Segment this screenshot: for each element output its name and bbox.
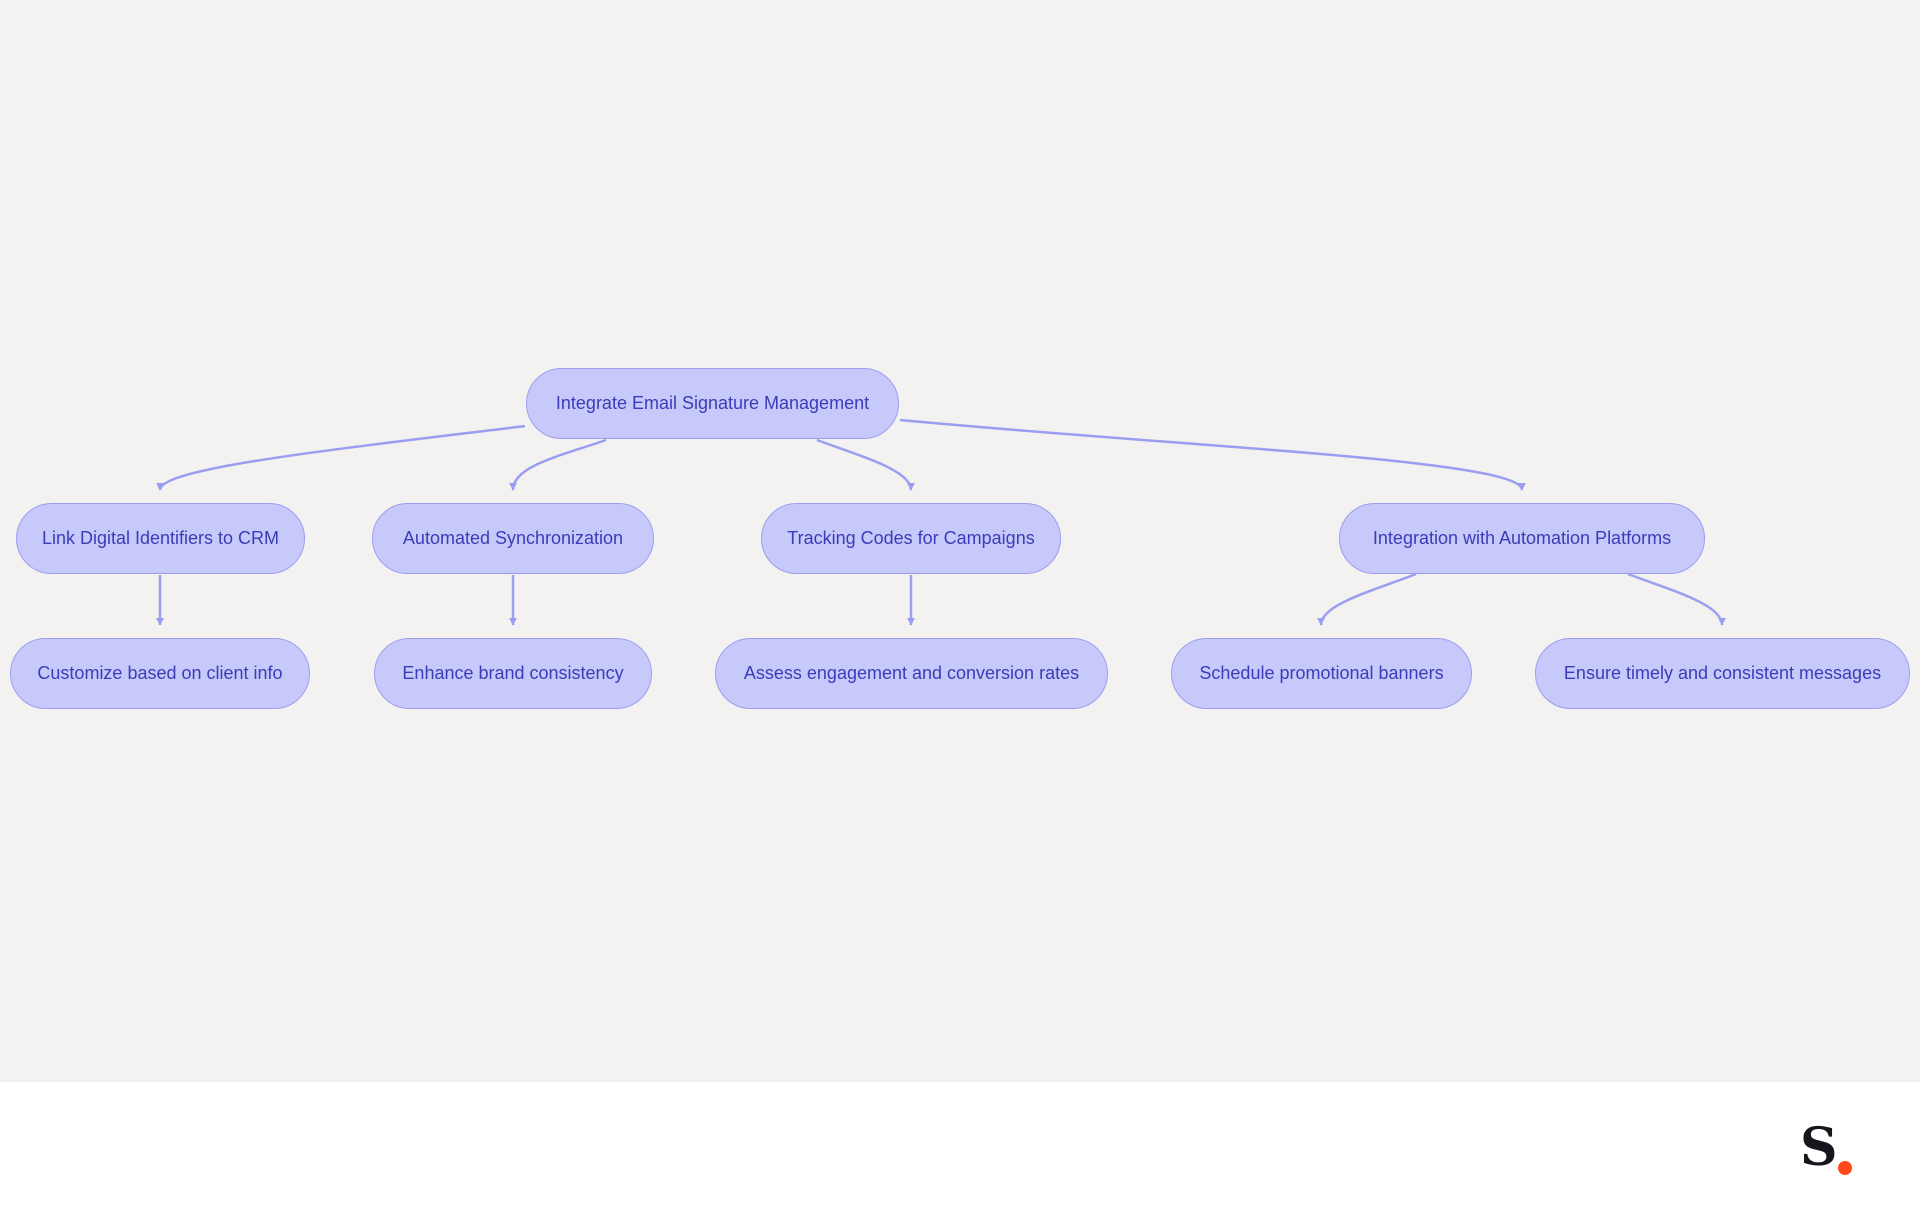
footer [0,1082,1920,1215]
node-ensure-timely-messages[interactable]: Ensure timely and consistent messages [1535,638,1910,709]
node-tracking-codes[interactable]: Tracking Codes for Campaigns [761,503,1061,574]
node-assess-engagement[interactable]: Assess engagement and conversion rates [715,638,1108,709]
edge-root-b3 [816,438,915,491]
edge-b4-c4 [1317,572,1417,626]
logo-dot [1838,1161,1852,1175]
brand-logo-icon[interactable]: S [1800,1118,1860,1178]
edge-root-b1 [156,424,526,491]
edge-b4-c5 [1627,572,1726,626]
node-customize-client-info[interactable]: Customize based on client info [10,638,310,709]
node-root[interactable]: Integrate Email Signature Management [526,368,899,439]
node-link-digital-identifiers[interactable]: Link Digital Identifiers to CRM [16,503,305,574]
node-schedule-promotional-banners[interactable]: Schedule promotional banners [1171,638,1472,709]
node-enhance-brand-consistency[interactable]: Enhance brand consistency [374,638,652,709]
node-automated-synchronization[interactable]: Automated Synchronization [372,503,654,574]
edge-root-b4 [899,418,1526,491]
diagram-canvas: Integrate Email Signature Management Lin… [0,0,1920,1082]
edge-layer [156,418,1726,626]
node-integration-automation-platforms[interactable]: Integration with Automation Platforms [1339,503,1705,574]
edge-root-b2 [509,438,607,491]
logo-letter: S [1800,1117,1838,1178]
